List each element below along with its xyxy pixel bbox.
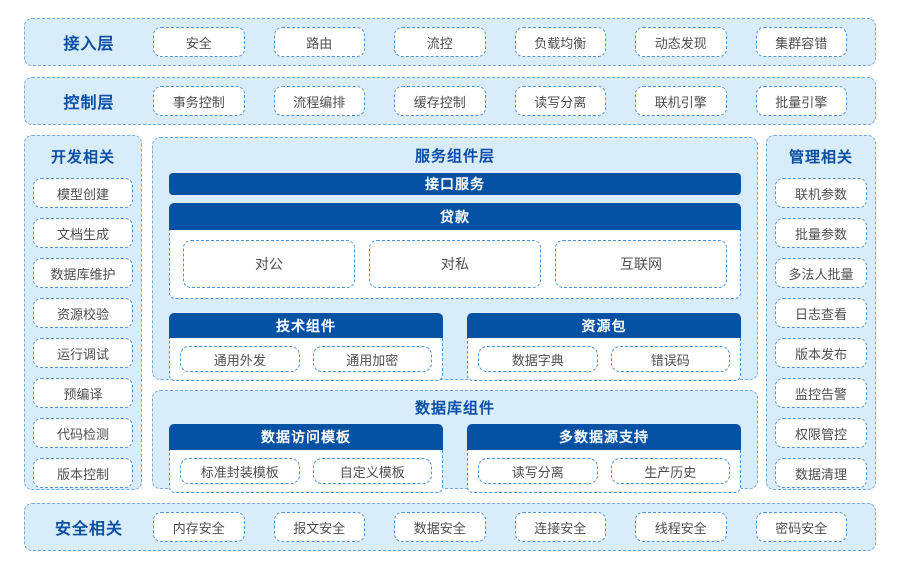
security-row-item: 报文安全: [273, 512, 365, 542]
dev-column-item: 代码检测: [33, 418, 133, 448]
interface-service-bar: 接口服务: [169, 173, 741, 195]
loan-card: 贷款 对公对私互联网: [169, 203, 741, 299]
security-row-label: 安全相关: [54, 521, 123, 538]
security-row-item: 连接安全: [514, 512, 606, 542]
security-row-item: 线程安全: [635, 512, 727, 542]
control-layer-row: 控制层 事务控制流程编排缓存控制读写分离联机引擎批量引擎: [24, 77, 876, 125]
data-access-template-card: 数据访问模板 标准封装模板自定义模板: [169, 424, 443, 493]
mgmt-column-item: 权限管控: [775, 418, 867, 448]
control-layer-item: 读写分离: [514, 86, 606, 116]
tech-card-body: 通用外发通用加密: [169, 338, 443, 381]
dev-column-item: 资源校验: [33, 298, 133, 328]
loan-card-body: 对公对私互联网: [169, 230, 741, 299]
control-layer-item: 联机引擎: [635, 86, 727, 116]
access-layer-item: 安全: [153, 27, 245, 57]
access-layer-item: 流控: [394, 27, 486, 57]
access-layer-label: 接入层: [63, 36, 115, 53]
service-component-panel: 服务组件层 接口服务 贷款 对公对私互联网 技术组件 通用外发通用加密 资源包 …: [152, 137, 758, 381]
tech-card-item: 通用外发: [180, 346, 300, 372]
datasource-card-body: 读写分离生产历史: [467, 450, 741, 493]
access-layer-item: 路由: [273, 27, 365, 57]
dev-column-item: 文档生成: [33, 218, 133, 248]
datasource-card-item: 生产历史: [610, 458, 730, 484]
template-card-body: 标准封装模板自定义模板: [169, 450, 443, 493]
loan-card-item: 互联网: [555, 240, 727, 288]
dev-related-column: 开发相关 模型创建文档生成数据库维护资源校验运行调试预编译代码检测版本控制: [24, 135, 142, 490]
control-layer-items: 事务控制流程编排缓存控制读写分离联机引擎批量引擎: [153, 86, 875, 116]
tech-card-item: 通用加密: [312, 346, 432, 372]
mgmt-column-title: 管理相关: [788, 149, 853, 166]
mgmt-column-item: 联机参数: [775, 178, 867, 208]
resource-card-header: 资源包: [467, 313, 741, 338]
mgmt-column-item: 监控告警: [775, 378, 867, 408]
loan-card-item: 对公: [183, 240, 355, 288]
mgmt-column-item: 版本发布: [775, 338, 867, 368]
resource-card-item: 数据字典: [478, 346, 598, 372]
security-row-item: 密码安全: [755, 512, 847, 542]
resource-pack-card: 资源包 数据字典错误码: [467, 313, 741, 381]
service-subcards: 技术组件 通用外发通用加密 资源包 数据字典错误码: [169, 313, 741, 381]
db-panel-title: 数据库组件: [414, 400, 495, 417]
control-layer-item: 流程编排: [273, 86, 365, 116]
mgmt-column-items: 联机参数批量参数多法人批量日志查看版本发布监控告警权限管控数据清理: [775, 178, 867, 488]
dev-column-title: 开发相关: [50, 149, 115, 166]
resource-card-item: 错误码: [610, 346, 730, 372]
access-layer-items: 安全路由流控负载均衡动态发现集群容错: [153, 27, 875, 57]
service-panel-title: 服务组件层: [414, 148, 495, 165]
database-component-panel: 数据库组件 数据访问模板 标准封装模板自定义模板 多数据源支持 读写分离生产历史: [152, 390, 758, 493]
datasource-card-header: 多数据源支持: [467, 424, 741, 450]
db-subcards: 数据访问模板 标准封装模板自定义模板 多数据源支持 读写分离生产历史: [169, 424, 741, 493]
control-layer-item: 缓存控制: [394, 86, 486, 116]
dev-column-item: 数据库维护: [33, 258, 133, 288]
multi-datasource-card: 多数据源支持 读写分离生产历史: [467, 424, 741, 493]
dev-column-item: 预编译: [33, 378, 133, 408]
mgmt-column-item: 数据清理: [775, 458, 867, 488]
template-card-item: 标准封装模板: [180, 458, 300, 484]
dev-column-items: 模型创建文档生成数据库维护资源校验运行调试预编译代码检测版本控制: [33, 178, 133, 488]
datasource-card-item: 读写分离: [478, 458, 598, 484]
control-layer-label: 控制层: [63, 95, 115, 112]
access-layer-item: 集群容错: [755, 27, 847, 57]
mgmt-column-item: 批量参数: [775, 218, 867, 248]
security-row-items: 内存安全报文安全数据安全连接安全线程安全密码安全: [153, 512, 875, 542]
control-layer-item: 批量引擎: [755, 86, 847, 116]
security-related-row: 安全相关 内存安全报文安全数据安全连接安全线程安全密码安全: [24, 503, 876, 551]
template-card-item: 自定义模板: [312, 458, 432, 484]
mgmt-column-item: 日志查看: [775, 298, 867, 328]
mgmt-related-column: 管理相关 联机参数批量参数多法人批量日志查看版本发布监控告警权限管控数据清理: [766, 135, 876, 490]
access-layer-row: 接入层 安全路由流控负载均衡动态发现集群容错: [24, 18, 876, 66]
tech-card-header: 技术组件: [169, 313, 443, 338]
dev-column-item: 模型创建: [33, 178, 133, 208]
loan-card-header: 贷款: [169, 203, 741, 230]
tech-component-card: 技术组件 通用外发通用加密: [169, 313, 443, 381]
dev-column-item: 版本控制: [33, 458, 133, 488]
control-layer-item: 事务控制: [153, 86, 245, 116]
access-layer-item: 负载均衡: [514, 27, 606, 57]
dev-column-item: 运行调试: [33, 338, 133, 368]
security-row-item: 内存安全: [153, 512, 245, 542]
mgmt-column-item: 多法人批量: [775, 258, 867, 288]
security-row-item: 数据安全: [394, 512, 486, 542]
access-layer-item: 动态发现: [635, 27, 727, 57]
template-card-header: 数据访问模板: [169, 424, 443, 450]
loan-card-item: 对私: [369, 240, 541, 288]
resource-card-body: 数据字典错误码: [467, 338, 741, 381]
